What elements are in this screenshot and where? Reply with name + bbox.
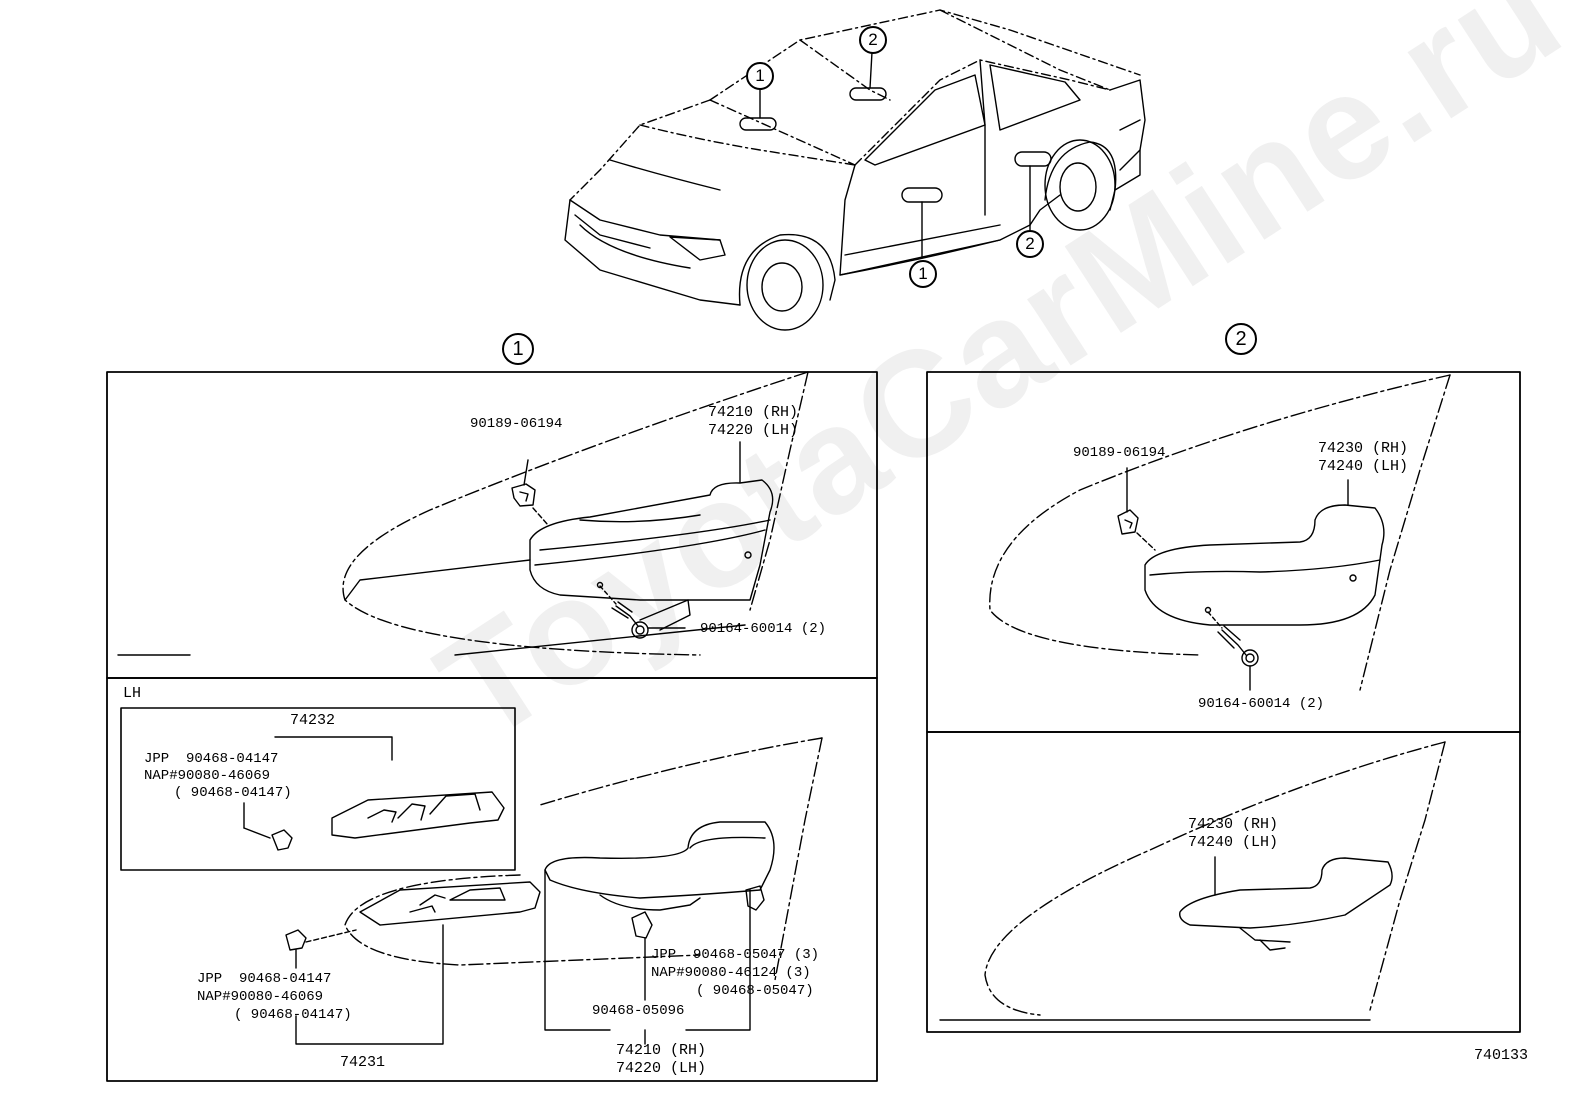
front-door-trim-outline bbox=[118, 372, 808, 655]
front-lower-trim-outline bbox=[345, 738, 822, 980]
front-handle-rh-label: 74210 (RH) bbox=[708, 404, 799, 421]
inset-alt-label: ( 90468-04147) bbox=[174, 785, 292, 801]
rear-screw-label: 90164-60014 (2) bbox=[1198, 696, 1325, 712]
clip-jpp-label: JPP 90468-05047 (3) bbox=[651, 947, 820, 963]
front-clip-part bbox=[512, 460, 548, 525]
lh-side-label: LH bbox=[123, 685, 142, 702]
retainer-jpp-label: JPP 90468-04147 bbox=[197, 971, 332, 987]
car-illustration bbox=[565, 10, 1145, 330]
panel-74231-label: 74231 bbox=[340, 1054, 386, 1071]
diagram-id: 740133 bbox=[1474, 1047, 1529, 1064]
front-handle-lh-label: 74220 (LH) bbox=[708, 422, 799, 439]
car-callout-1-top: 1 bbox=[746, 62, 774, 90]
retainer-alt-label: ( 90468-04147) bbox=[234, 1007, 352, 1023]
panel-frames bbox=[107, 372, 1520, 1081]
rear-screw-part bbox=[1208, 612, 1258, 690]
rear-handle-lh-label: 74240 (LH) bbox=[1318, 458, 1409, 475]
front-armrest-handle bbox=[530, 480, 773, 600]
retainer-nap-label: NAP#90080-46069 bbox=[197, 989, 324, 1005]
rear-lower-trim-outline bbox=[940, 742, 1445, 1020]
front-lower-handle bbox=[545, 822, 774, 910]
switch-base-inset bbox=[244, 737, 504, 850]
rear-armrest-handle bbox=[1145, 505, 1384, 625]
front-screw-part bbox=[600, 586, 685, 638]
car-callout-1-bottom: 1 bbox=[909, 260, 937, 288]
clip-alt-label: ( 90468-05047) bbox=[696, 983, 814, 999]
rear-door-trim-outline bbox=[990, 375, 1450, 690]
rear-clip-part bbox=[1118, 468, 1348, 550]
rear-clip-label: 90189-06194 bbox=[1073, 445, 1166, 461]
front-lower-clips bbox=[286, 886, 764, 968]
front-section-title: 1 bbox=[502, 333, 534, 365]
window-switch-panel bbox=[360, 882, 540, 925]
switch-base-label: 74232 bbox=[290, 712, 336, 729]
lower-handle-rh-label: 74210 (RH) bbox=[616, 1042, 707, 1059]
front-screw-label: 90164-60014 (2) bbox=[700, 621, 827, 637]
clip-center-label: 90468-05096 bbox=[592, 1003, 685, 1019]
rear-lower-handle bbox=[1180, 857, 1392, 950]
rear-lower-handle-rh-label: 74230 (RH) bbox=[1188, 816, 1279, 833]
front-clip-label: 90189-06194 bbox=[470, 416, 563, 432]
inset-nap-label: NAP#90080-46069 bbox=[144, 768, 271, 784]
front-lower-leaders bbox=[296, 870, 750, 1044]
lower-handle-lh-label: 74220 (LH) bbox=[616, 1060, 707, 1077]
rear-section-title: 2 bbox=[1225, 323, 1257, 355]
inset-jpp-label: JPP 90468-04147 bbox=[144, 751, 279, 767]
clip-nap-label: NAP#90080-46124 (3) bbox=[651, 965, 811, 981]
rear-handle-rh-label: 74230 (RH) bbox=[1318, 440, 1409, 457]
rear-lower-handle-lh-label: 74240 (LH) bbox=[1188, 834, 1279, 851]
car-callout-2-bottom: 2 bbox=[1016, 230, 1044, 258]
car-callout-2-top: 2 bbox=[859, 26, 887, 54]
